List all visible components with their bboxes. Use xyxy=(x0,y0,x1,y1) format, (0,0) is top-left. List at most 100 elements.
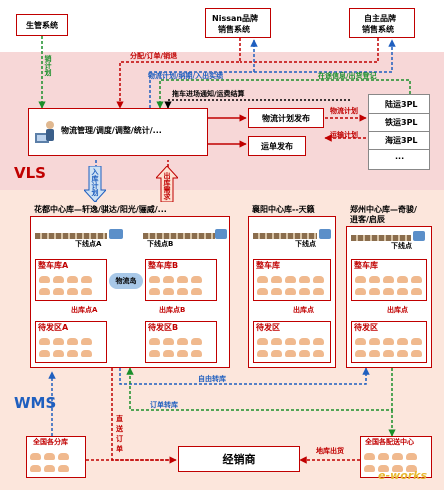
truck-icon-a xyxy=(109,229,123,239)
zone-a-cars xyxy=(38,274,104,300)
car-icon xyxy=(299,338,310,345)
out-point-x: 出库点 xyxy=(293,306,314,314)
car-icon xyxy=(411,338,422,345)
car-icon xyxy=(53,276,64,283)
carrier-rail: 铁运3PL xyxy=(385,118,418,127)
free-transfer-label: 自由转库 xyxy=(198,375,226,383)
car-icon xyxy=(149,276,160,283)
car-icon xyxy=(378,465,389,472)
car-icon xyxy=(67,276,78,283)
zone-b-cars xyxy=(148,274,214,300)
inbound-plan-label: 入库计划 xyxy=(91,168,99,196)
order-transfer-arrow xyxy=(126,367,393,411)
xiangyang-title: 襄阳中心库--天籁 xyxy=(252,205,315,214)
line-rail-a xyxy=(35,233,107,239)
car-icon xyxy=(149,350,160,357)
car-icon xyxy=(191,350,202,357)
car-icon xyxy=(299,288,310,295)
car-icon xyxy=(285,350,296,357)
car-icon xyxy=(191,338,202,345)
sales-plan-label: 销计划 xyxy=(44,55,52,76)
zone-z-cars xyxy=(354,274,424,300)
national-dist-cars xyxy=(363,451,429,477)
transport-plan-arrow-label: 运输计划 xyxy=(330,131,358,139)
truck-icon-z xyxy=(413,231,425,241)
ready-b-cars xyxy=(148,336,214,362)
car-icon xyxy=(257,338,268,345)
car-icon xyxy=(67,338,78,345)
car-icon xyxy=(313,288,324,295)
car-icon xyxy=(191,288,202,295)
car-icon xyxy=(285,338,296,345)
car-icon xyxy=(30,453,41,460)
logistics-island: 物流岛 xyxy=(109,273,143,289)
car-icon xyxy=(149,338,160,345)
vehicle-notice-arrow xyxy=(164,99,350,109)
out-point-a: 出库点A xyxy=(71,306,98,314)
car-icon xyxy=(369,338,380,345)
car-icon xyxy=(285,276,296,283)
car-icon xyxy=(355,276,366,283)
car-icon xyxy=(397,338,408,345)
nissan-dispatch-arrow xyxy=(116,38,241,109)
car-icon xyxy=(411,350,422,357)
out-point-z: 出库点 xyxy=(387,306,408,314)
national-branch-box: 全国各分库 xyxy=(26,436,86,478)
car-icon xyxy=(81,350,92,357)
transit-info-label: 在途信息/出货登记 xyxy=(318,72,377,80)
carrier-list-box: 陆运3PL 铁运3PL 海运3PL ... xyxy=(368,94,430,170)
car-icon xyxy=(163,338,174,345)
dealer-box: 经销商 xyxy=(178,446,300,472)
car-icon xyxy=(355,288,366,295)
car-icon xyxy=(285,288,296,295)
outlet-ship-label: 地库出货 xyxy=(316,447,344,455)
car-icon xyxy=(355,338,366,345)
car-icon xyxy=(271,338,282,345)
car-icon xyxy=(299,276,310,283)
car-icon xyxy=(383,350,394,357)
direct-order-char-1: 直 xyxy=(116,415,123,423)
ready-b-box: 待发区B xyxy=(145,321,217,363)
car-icon xyxy=(53,350,64,357)
car-icon xyxy=(191,276,202,283)
car-icon xyxy=(163,288,174,295)
car-icon xyxy=(313,276,324,283)
truck-icon-b xyxy=(215,229,227,239)
own-brand-label-2: 销售系统 xyxy=(362,25,394,34)
ready-x-box: 待发区 xyxy=(253,321,331,363)
car-icon xyxy=(39,276,50,283)
car-icon xyxy=(397,350,408,357)
waybill-publish-box: 运单发布 xyxy=(248,136,306,156)
xiangyang-warehouse: 下线点 整车库 出库点 待发区 xyxy=(248,216,336,368)
person-computer-icon xyxy=(33,117,57,145)
truck-icon-x xyxy=(319,229,331,239)
ready-a-box: 待发区A xyxy=(35,321,107,363)
car-icon xyxy=(53,288,64,295)
own-brand-system-box: 自主品牌 销售系统 xyxy=(349,8,415,38)
car-icon xyxy=(411,288,422,295)
car-icon xyxy=(369,350,380,357)
national-dist-box: 全国各配送中心 xyxy=(360,436,432,478)
own-brand-label-1: 自主品牌 xyxy=(364,14,396,23)
outbound-request-arrow xyxy=(154,165,180,203)
car-icon xyxy=(44,453,55,460)
car-icon xyxy=(177,288,188,295)
dealer-label: 经销商 xyxy=(222,453,256,466)
carrier-sea: 海运3PL xyxy=(385,136,418,145)
line-point-x: 下线点 xyxy=(295,240,316,248)
order-transfer-label: 订单转库 xyxy=(150,401,178,409)
line-point-z: 下线点 xyxy=(391,242,412,250)
scm-system-label: 生管系统 xyxy=(26,20,58,30)
zhengzhou-title-2: 逍客/启辰 xyxy=(350,215,385,224)
car-icon xyxy=(257,276,268,283)
direct-order-char-2: 送 xyxy=(116,425,123,433)
huadu-title: 花都中心库—轩逸/骐达/阳光/骊威/... xyxy=(34,205,167,214)
car-icon xyxy=(39,350,50,357)
car-icon xyxy=(163,350,174,357)
car-icon xyxy=(81,338,92,345)
plan-publish-box: 物流计划发布 xyxy=(248,108,324,128)
outbound-request-label: 出库需求 xyxy=(163,172,171,200)
ready-a-label: 待发区A xyxy=(38,323,69,332)
zone-z-label: 整车库 xyxy=(354,261,378,270)
